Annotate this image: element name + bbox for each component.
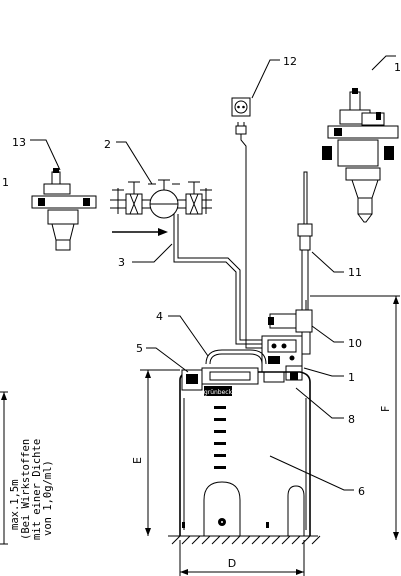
dosing-unit-13 bbox=[31, 168, 97, 251]
dimension-D: D bbox=[228, 557, 236, 570]
callout-10: 10 bbox=[348, 337, 362, 350]
max-height-note-1: max.1,5m bbox=[9, 479, 21, 530]
callout-6: 6 bbox=[358, 485, 365, 498]
callout-3: 3 bbox=[118, 256, 125, 269]
callout-11: 11 bbox=[348, 266, 362, 279]
callout-5: 5 bbox=[136, 342, 143, 355]
injection-valve bbox=[268, 300, 313, 355]
dosing-tube bbox=[173, 214, 262, 345]
dosing-pump-on-tank bbox=[261, 335, 303, 383]
brand-label: grünbeck bbox=[204, 389, 233, 396]
max-height-note-3: mit einer Dichte bbox=[31, 439, 43, 540]
max-height-note-2: (Bei Wirkstoffen bbox=[20, 439, 32, 540]
dimension-F: F bbox=[379, 406, 392, 412]
floor-hatching bbox=[168, 535, 321, 545]
callout-13: 13 bbox=[12, 136, 26, 149]
power-socket bbox=[231, 97, 262, 349]
dimension-E: E bbox=[131, 457, 144, 464]
suction-lance bbox=[297, 171, 313, 321]
callout-1-top: 1 bbox=[394, 61, 401, 74]
max-height-note-4: von 1,0g/ml) bbox=[42, 460, 54, 536]
callout-1-pump: 1 bbox=[348, 371, 355, 384]
callout-8: 8 bbox=[348, 413, 355, 426]
callout-4: 4 bbox=[156, 310, 163, 323]
dosing-unit-top-right bbox=[322, 88, 399, 223]
callout-12: 12 bbox=[283, 55, 297, 68]
callout-2: 2 bbox=[104, 138, 111, 151]
water-meter-assembly bbox=[110, 179, 212, 236]
callout-left-edge: 1 bbox=[2, 176, 9, 189]
